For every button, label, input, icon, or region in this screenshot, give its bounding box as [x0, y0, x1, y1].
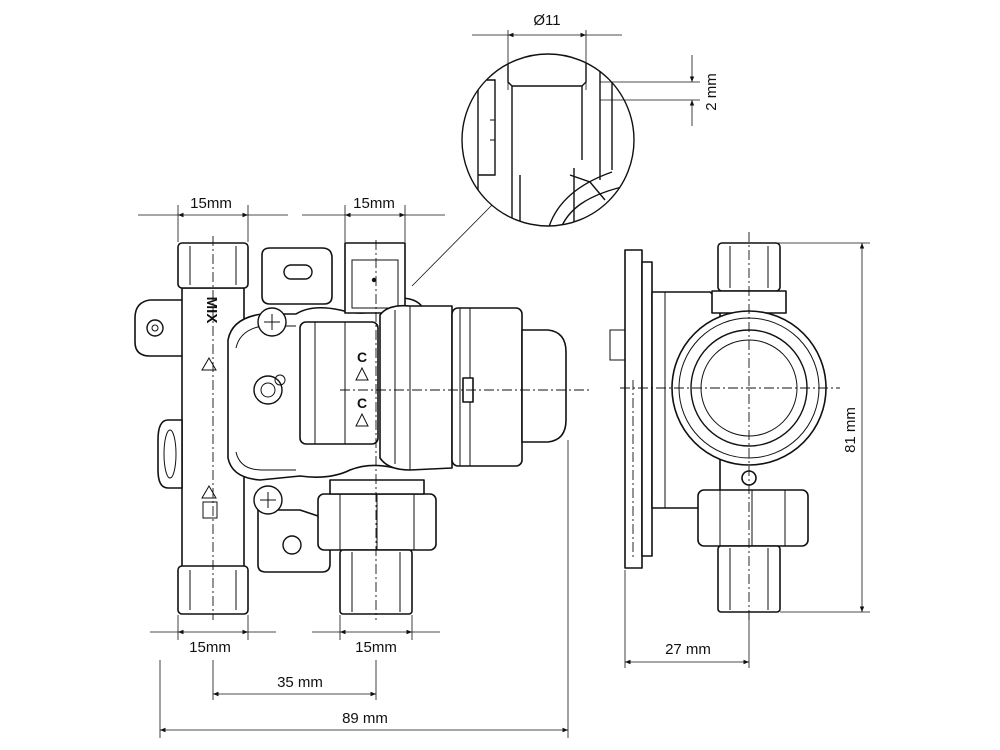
label-side-depth: 27 mm [665, 641, 711, 658]
screw-icon [257, 307, 287, 337]
mix-label: MIX [203, 297, 220, 324]
label-diameter: Ø11 [533, 12, 560, 29]
dim-bottom-left-port: 15mm [150, 615, 276, 656]
dim-bottom-right-port: 15mm [312, 615, 440, 656]
label-overall-width: 89 mm [342, 710, 388, 727]
detail-view [411, 53, 635, 287]
dim-top-right-port: 15mm [302, 195, 445, 242]
label-depth: 2 mm [703, 73, 720, 111]
side-view [609, 232, 840, 620]
label-top-left-port: 15mm [190, 195, 232, 212]
label-bottom-right-port: 15mm [355, 639, 397, 656]
label-overall-height: 81 mm [842, 407, 859, 453]
label-center-spacing: 35 mm [277, 674, 323, 691]
cold-mark: C [357, 395, 367, 411]
dim-overall-width: 89 mm [159, 440, 569, 738]
dim-diameter: Ø11 [472, 12, 622, 90]
label-top-right-port: 15mm [353, 195, 395, 212]
dim-side-depth: 27 mm [624, 570, 750, 668]
dim-center-spacing: 35 mm [212, 660, 377, 700]
dim-depth: 2 mm [600, 55, 720, 126]
screw-icon [253, 485, 283, 515]
dim-overall-height: 81 mm [755, 242, 870, 613]
front-view: MIX [134, 236, 590, 620]
brand-logo-icon [253, 374, 286, 405]
label-bottom-left-port: 15mm [189, 639, 231, 656]
hot-mark: C [357, 349, 367, 365]
dim-top-left-port: 15mm [138, 195, 288, 242]
